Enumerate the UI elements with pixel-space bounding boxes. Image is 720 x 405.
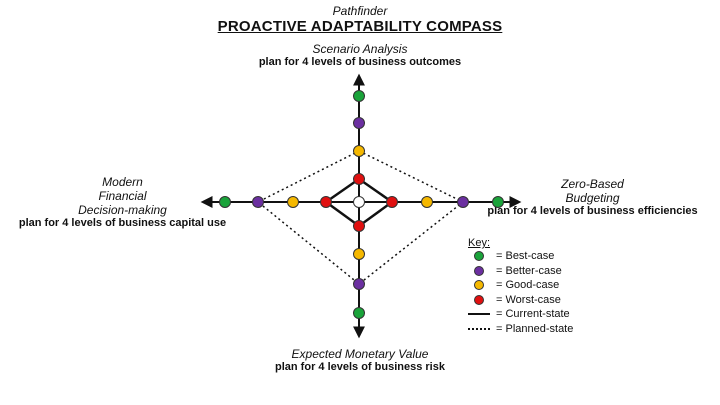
legend-item-good-case: = Good-case — [468, 278, 573, 293]
planned-state-diamond — [256, 150, 465, 285]
legend-title: Key: — [468, 237, 491, 249]
top-best-case-dot — [353, 90, 365, 102]
legend-item-current-state: = Current-state — [468, 307, 573, 322]
right-good-case-dot — [421, 196, 433, 208]
good-case-swatch-icon — [474, 280, 484, 291]
bottom-worst-case-dot — [353, 220, 365, 232]
top-axis-label: Scenario Analysis plan for 4 levels of b… — [210, 42, 510, 69]
left-axis-name-line-3: Decision-making — [78, 203, 167, 217]
better-case-swatch-icon — [474, 265, 484, 276]
legend-label: = Planned-state — [496, 322, 574, 335]
legend-key: Key: = Best-case = Better-case = Good-ca… — [468, 237, 573, 336]
right-worst-case-dot — [386, 196, 398, 208]
legend-label: = Better-case — [496, 264, 562, 277]
solid-line-swatch-icon — [468, 313, 490, 316]
left-worst-case-dot — [320, 196, 332, 208]
legend-item-best-case: = Best-case — [468, 249, 573, 264]
bottom-axis-name: Expected Monetary Value — [291, 347, 429, 361]
right-best-case-dot — [492, 196, 504, 208]
left-axis-name-line-1: Modern — [102, 175, 143, 189]
right-axis-label: Zero-Based Budgeting plan for 4 levels o… — [470, 177, 715, 218]
top-axis-desc: plan for 4 levels of business outcomes — [258, 56, 462, 68]
top-axis-name: Scenario Analysis — [312, 42, 408, 56]
left-axis-name-line-2: Financial — [98, 189, 147, 203]
right-axis-desc: plan for 4 levels of business efficienci… — [487, 205, 698, 217]
bottom-good-case-dot — [353, 248, 365, 260]
best-case-swatch-icon — [474, 251, 484, 262]
bottom-axis-label: Expected Monetary Value plan for 4 level… — [210, 347, 510, 374]
left-axis-label: Modern Financial Decision-making plan fo… — [0, 175, 245, 230]
bottom-better-case-dot — [353, 278, 365, 290]
right-better-case-dot — [457, 196, 469, 208]
right-axis-name-line-2: Budgeting — [565, 191, 620, 205]
bottom-axis-desc: plan for 4 levels of business risk — [275, 361, 445, 373]
left-best-case-dot — [219, 196, 231, 208]
legend-item-worst-case: = Worst-case — [468, 293, 573, 308]
legend-label: = Worst-case — [496, 293, 561, 306]
left-better-case-dot — [252, 196, 264, 208]
left-axis-desc: plan for 4 levels of business capital us… — [18, 217, 227, 229]
top-worst-case-dot — [353, 173, 365, 185]
legend-item-better-case: = Better-case — [468, 264, 573, 279]
worst-case-swatch-icon — [474, 294, 484, 305]
legend-item-planned-state: = Planned-state — [468, 322, 573, 337]
diagram-title: PROACTIVE ADAPTABILITY COMPASS — [217, 18, 503, 35]
legend-label: = Best-case — [496, 250, 555, 263]
top-good-case-dot — [353, 145, 365, 157]
right-axis-name-line-1: Zero-Based — [561, 177, 624, 191]
dotted-line-swatch-icon — [468, 327, 490, 330]
left-good-case-dot — [287, 196, 299, 208]
legend-label: = Good-case — [496, 279, 560, 292]
legend-label: = Current-state — [496, 308, 570, 321]
center-origin-dot — [353, 196, 365, 208]
diagram-supertitle: Pathfinder — [332, 4, 388, 18]
top-better-case-dot — [353, 117, 365, 129]
bottom-best-case-dot — [353, 307, 365, 319]
